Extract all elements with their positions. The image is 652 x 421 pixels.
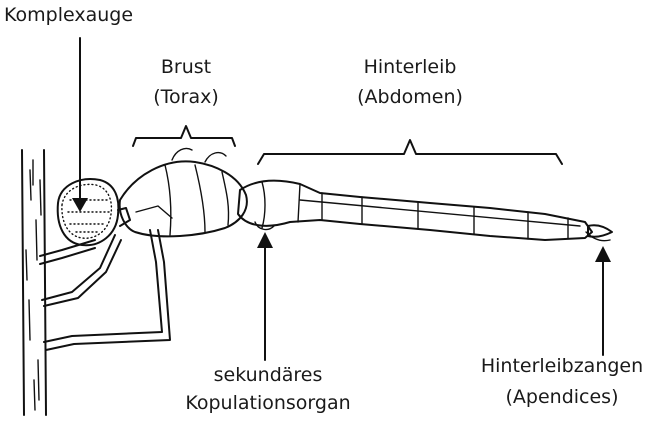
appendages-label-name: Hinterleibzangen <box>481 355 643 379</box>
thorax-label-latin: (Torax) <box>153 86 219 110</box>
legs <box>40 230 170 350</box>
copulation-organ-arrow <box>257 232 273 360</box>
abdomen-label-name: Hinterleib <box>364 56 457 80</box>
copulation-organ-label-line2: Kopulationsorgan <box>185 392 350 416</box>
abdomen <box>238 181 612 241</box>
head <box>58 179 130 245</box>
abdomen-bracket <box>258 140 562 164</box>
copulation-organ-label-line1: sekundäres <box>214 364 323 388</box>
compound-eye-arrow <box>72 38 88 212</box>
abdomen-label-latin: (Abdomen) <box>357 86 463 110</box>
appendages-label-latin: (Apendices) <box>506 386 619 410</box>
thorax-bracket <box>133 126 235 146</box>
thorax-label-name: Brust <box>161 56 211 80</box>
appendages-arrow <box>595 246 611 355</box>
compound-eye-label: Komplexauge <box>4 4 133 28</box>
reed-stem <box>22 150 46 415</box>
thorax <box>120 148 247 236</box>
